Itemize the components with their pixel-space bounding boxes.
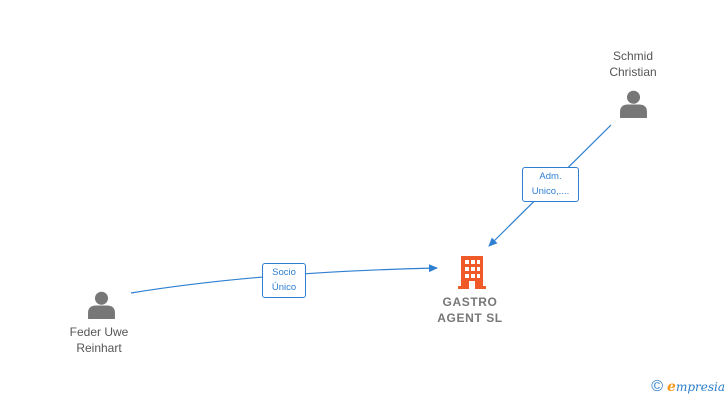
brand-logo[interactable]: empresia <box>667 379 725 395</box>
copyright-icon: © <box>651 378 664 395</box>
company-name-gastro-agent-sl[interactable]: GASTRO AGENT SL <box>437 295 503 325</box>
edge-label-adm-unico[interactable]: Adm. Unico,.... <box>522 167 579 202</box>
brand-initial: e <box>667 379 676 395</box>
person-name-schmid-christian[interactable]: Schmid Christian <box>609 49 657 79</box>
person-icon[interactable] <box>87 290 116 319</box>
building-icon[interactable] <box>458 256 486 289</box>
person-name-feder-uwe-reinhart[interactable]: Feder Uwe Reinhart <box>69 325 129 355</box>
brand-name: mpresia <box>675 380 725 394</box>
person-icon[interactable] <box>619 89 648 118</box>
footer-brand[interactable]: © empresia <box>651 378 725 396</box>
edge-label-socio-unico[interactable]: Socio Único <box>262 263 306 298</box>
